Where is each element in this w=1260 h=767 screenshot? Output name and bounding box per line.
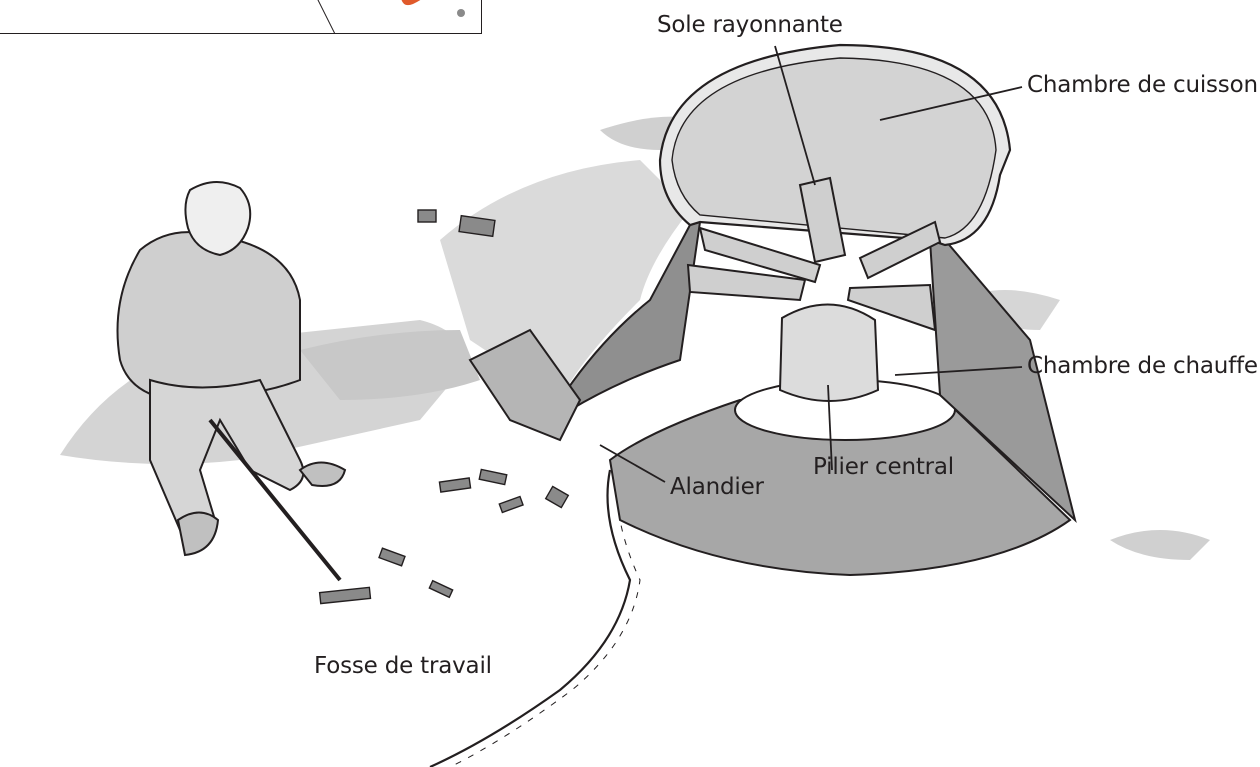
label-fosse-de-travail: Fosse de travail (314, 655, 492, 678)
label-pilier-central: Pilier central (813, 456, 954, 479)
work-pit-edge (430, 470, 630, 767)
label-chambre-de-chauffe: Chambre de chauffe (1027, 355, 1258, 378)
central-pillar (780, 304, 878, 401)
label-chambre-de-cuisson: Chambre de cuisson (1027, 74, 1258, 97)
label-alandier: Alandier (670, 476, 764, 499)
label-sole-rayonnante: Sole rayonnante (657, 14, 843, 37)
